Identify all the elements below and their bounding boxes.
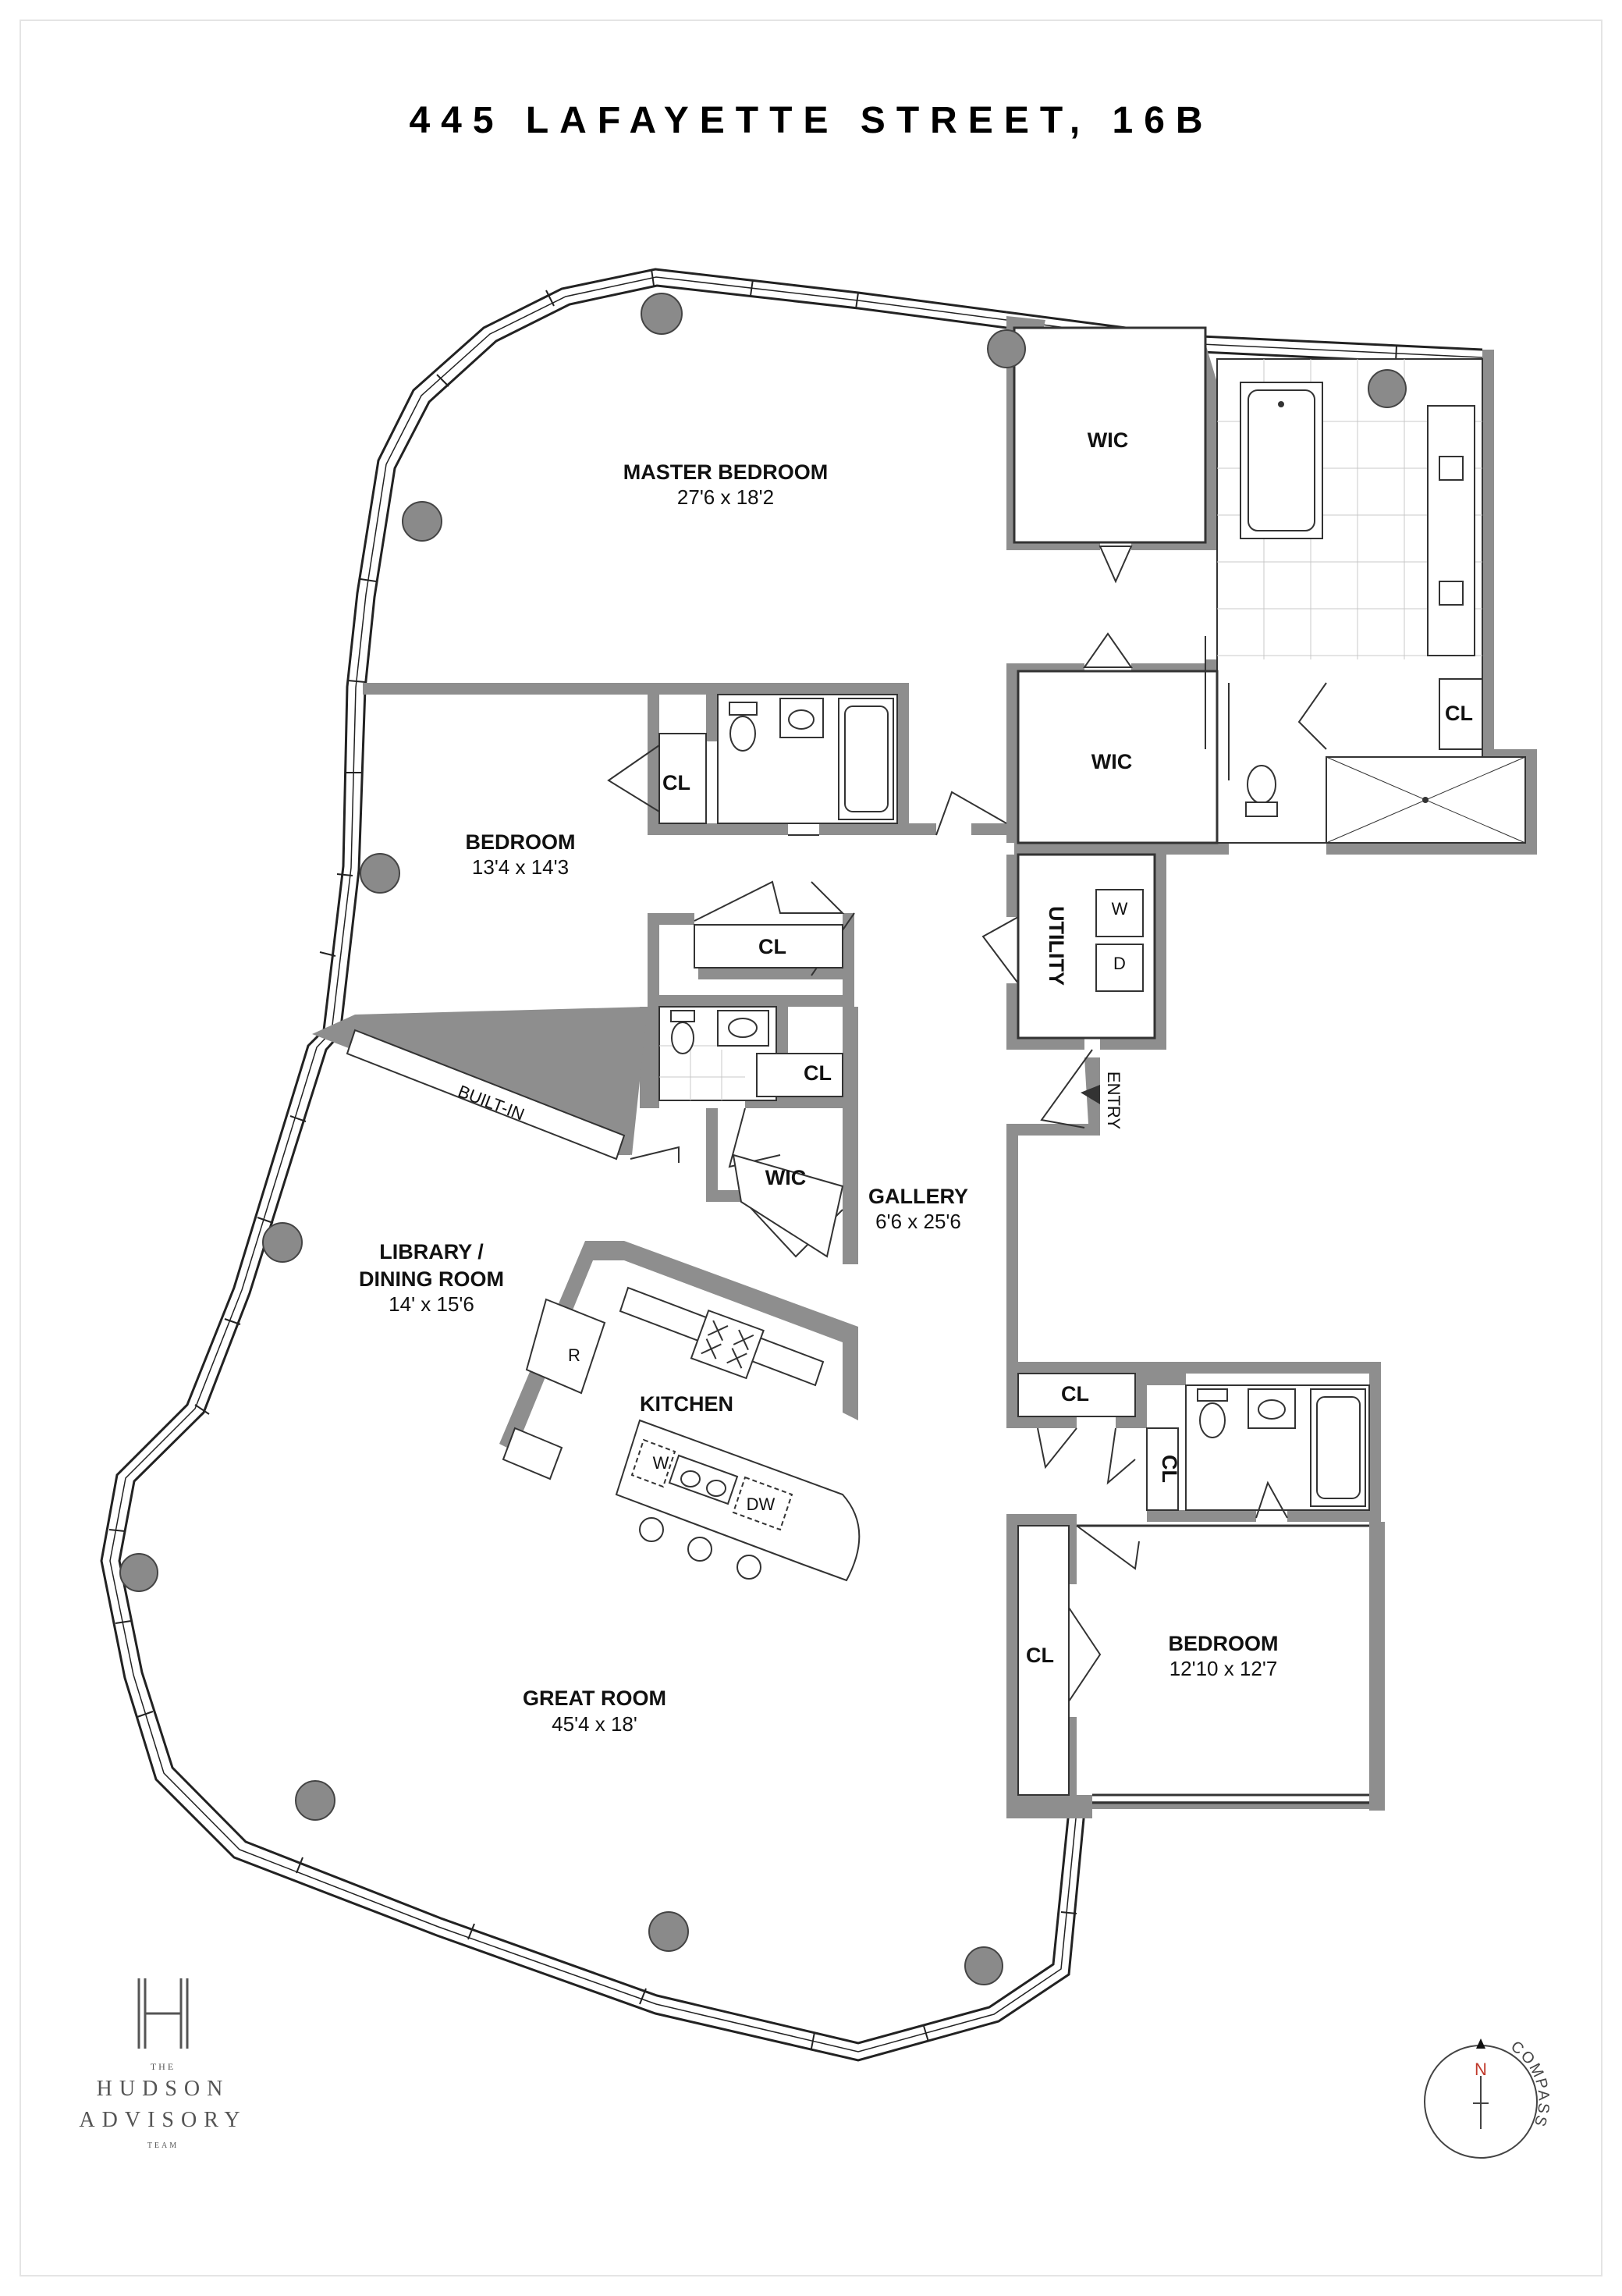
library-dims: 14' x 15'6 [389, 1292, 474, 1316]
gallery-dims: 6'6 x 25'6 [875, 1210, 961, 1233]
column [119, 1553, 158, 1592]
closet-label: CL [1026, 1644, 1054, 1667]
entry-label: ENTRY [1104, 1072, 1123, 1129]
bedroom-1-dims: 13'4 x 14'3 [472, 855, 569, 879]
bedroom-2-label: BEDROOM [1169, 1632, 1279, 1655]
stool [639, 1517, 664, 1542]
column [964, 1946, 1003, 1985]
master-wic-2 [1017, 670, 1219, 844]
column [1368, 369, 1407, 408]
closet-label: CL [1445, 702, 1473, 725]
bedroom-2-dims: 12'10 x 12'7 [1169, 1657, 1278, 1680]
window-mullions [108, 268, 1397, 2049]
column [648, 1911, 689, 1952]
compass-label-path: COMPASS [1507, 2038, 1550, 2130]
utility-room [1017, 853, 1156, 1040]
bedroom-1-bath [717, 694, 898, 824]
exterior-window-wall [100, 268, 1086, 2062]
dishwasher-label: DW [747, 1495, 776, 1514]
dishwasher [732, 1476, 793, 1531]
bedroom-2-outline [1077, 1524, 1369, 1804]
kitchen-label: KITCHEN [640, 1392, 733, 1416]
page-border [20, 20, 1602, 2276]
column [402, 501, 442, 542]
room-labels: MASTER BEDROOM 27'6 x 18'2 WIC WIC CL BE… [359, 428, 1473, 1736]
stool [736, 1555, 761, 1580]
closet-label: CL [758, 935, 786, 958]
master-wic-1 [1013, 326, 1207, 544]
library-label-line1: LIBRARY / [379, 1240, 484, 1264]
closets [658, 678, 1483, 1796]
structural-columns [119, 293, 1407, 1985]
refrigerator-label: R [568, 1345, 580, 1365]
closet-label: CL [1061, 1382, 1089, 1406]
compass-label: COMPASS [1507, 2038, 1552, 2130]
washer-label: W [1112, 899, 1128, 919]
refrigerator [525, 1298, 606, 1395]
master-bedroom-dims: 27'6 x 18'2 [677, 485, 774, 509]
closet-label: CL [804, 1061, 832, 1085]
column [987, 329, 1026, 368]
master-bedroom-label: MASTER BEDROOM [623, 460, 829, 484]
column [295, 1780, 335, 1821]
master-bath [1216, 358, 1526, 844]
stool [687, 1537, 712, 1562]
great-room-dims: 45'4 x 18' [552, 1712, 637, 1736]
brand-line3: ADVISORY [79, 2108, 247, 2132]
great-room-label: GREAT ROOM [523, 1686, 666, 1710]
cooktop [690, 1309, 765, 1380]
wic-label: WIC [1088, 428, 1128, 452]
bedroom-2-bath [1185, 1384, 1370, 1511]
column [360, 853, 400, 894]
north-arrow-icon [1476, 2038, 1485, 2049]
gallery-label: GALLERY [868, 1185, 968, 1208]
h-monogram-icon [137, 1978, 189, 2049]
dryer [1095, 944, 1144, 992]
utility-label: UTILITY [1045, 906, 1068, 986]
wic-label: WIC [765, 1166, 806, 1189]
kitchen [502, 1286, 861, 1582]
closet-label: CL [1158, 1455, 1181, 1483]
wic-label: WIC [1091, 750, 1132, 773]
dryer-label: D [1113, 954, 1126, 973]
closet-label: CL [662, 771, 690, 794]
hudson-advisory-logo: THE HUDSON ADVISORY TEAM [79, 1978, 247, 2150]
compass: N COMPASS [1424, 2038, 1552, 2159]
column [262, 1222, 303, 1263]
plan-title: 445 LAFAYETTE STREET, 16B [409, 100, 1213, 141]
brand-line1: THE [151, 2061, 176, 2072]
built-in [346, 1029, 626, 1160]
entry-arrow-icon [1081, 1085, 1100, 1104]
north-label: N [1475, 2060, 1487, 2079]
washer [1095, 889, 1144, 937]
wine-fridge-label: W [653, 1453, 669, 1473]
bedroom-1-label: BEDROOM [466, 830, 576, 854]
brand-line4: TEAM [147, 2141, 179, 2150]
brand-line2: HUDSON [97, 2077, 230, 2101]
column [641, 293, 683, 335]
library-label-line2: DINING ROOM [359, 1267, 504, 1291]
